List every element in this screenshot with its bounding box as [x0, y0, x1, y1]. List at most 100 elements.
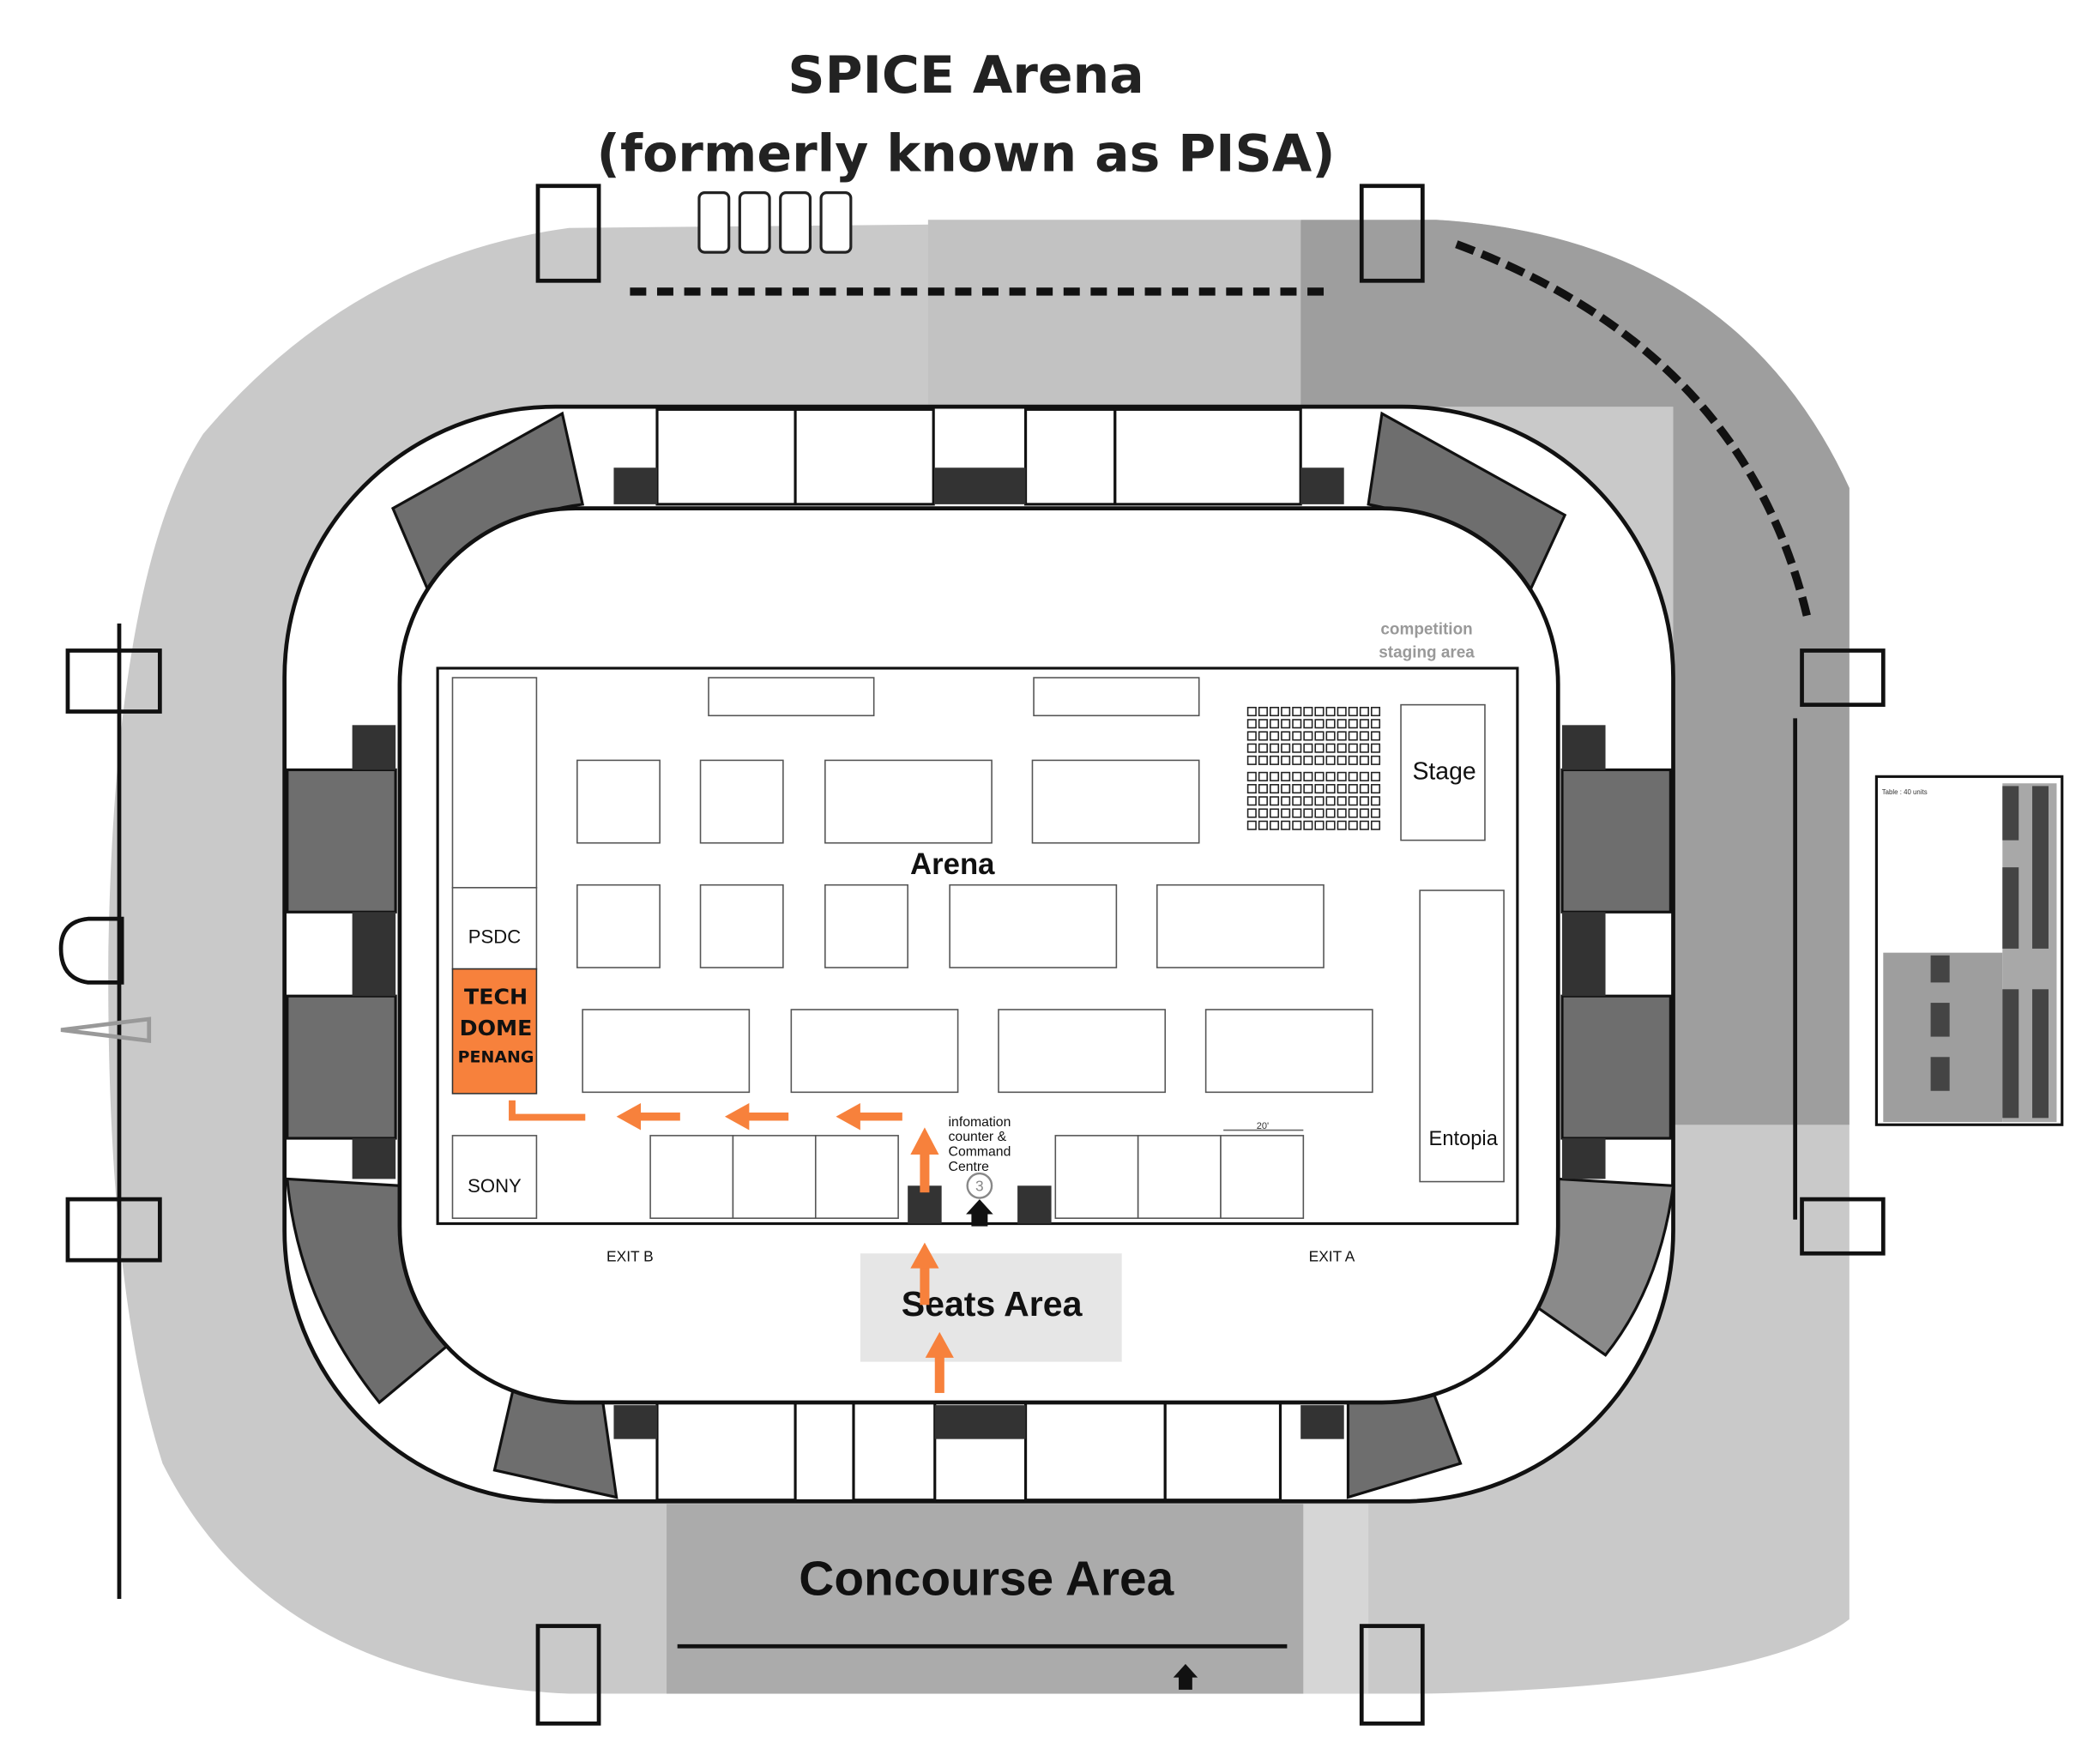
tech-dome-label-3: PENANG: [458, 1048, 534, 1067]
staging-seat: [1270, 743, 1280, 753]
info-counter-label-1: infomation: [949, 1115, 1011, 1130]
route-arrow-left-icon: [724, 1102, 789, 1131]
staging-seat: [1270, 707, 1280, 717]
booth-sony[interactable]: [451, 1135, 538, 1219]
booth-psdc[interactable]: [451, 887, 538, 970]
staging-seat: [1314, 755, 1325, 765]
staging-seat: [1359, 719, 1369, 729]
staging-seat: [1258, 820, 1268, 830]
staging-seat: [1258, 755, 1268, 765]
staging-seat: [1370, 743, 1381, 753]
staging-seat: [1303, 820, 1313, 830]
staging-seat: [1325, 707, 1336, 717]
seats-area-zone: [860, 1253, 1122, 1362]
staging-seat: [1258, 771, 1268, 781]
staging-seat: [1246, 796, 1257, 806]
staging-seat: [1359, 707, 1369, 717]
staging-seat: [1314, 743, 1325, 753]
staging-seat: [1246, 707, 1257, 717]
staging-seat: [1325, 719, 1336, 729]
staging-seat: [1270, 719, 1280, 729]
info-counter-number: 3: [975, 1178, 984, 1195]
staging-seat: [1359, 796, 1369, 806]
staging-seat: [1314, 771, 1325, 781]
staging-seat: [1246, 784, 1257, 794]
booth-tech-dome-penang[interactable]: TECH DOME PENANG: [451, 968, 538, 1095]
stage-label: Stage: [1412, 757, 1475, 785]
staging-seat: [1270, 731, 1280, 741]
staging-seat: [1359, 784, 1369, 794]
staging-seat: [1258, 784, 1268, 794]
staging-seat: [1281, 731, 1291, 741]
staging-seat: [1303, 808, 1313, 818]
staging-seat: [1337, 808, 1347, 818]
staging-seat: [1281, 755, 1291, 765]
seats-area-label: Seats Area: [902, 1284, 1083, 1324]
staging-seat: [1314, 820, 1325, 830]
staging-seat: [1246, 820, 1257, 830]
entrance-arrow-icon: [1173, 1663, 1198, 1690]
annex-hall: Table : 40 units: [1874, 775, 2064, 1126]
staging-seat: [1303, 771, 1313, 781]
staging-seat: [1303, 796, 1313, 806]
exit-a-label: EXIT A: [1309, 1248, 1355, 1265]
booth-psdc-label: PSDC: [468, 926, 521, 948]
staging-seat: [1325, 731, 1336, 741]
staging-seat: [1348, 808, 1358, 818]
staging-seat: [1370, 755, 1381, 765]
info-counter-label-2: counter &: [949, 1130, 1007, 1144]
staging-seat: [1337, 796, 1347, 806]
staging-seat: [1303, 755, 1313, 765]
exit-b-label: EXIT B: [606, 1248, 654, 1265]
staging-seat: [1370, 808, 1381, 818]
staging-seat: [1370, 820, 1381, 830]
staging-seat: [1258, 808, 1268, 818]
staging-seat: [1348, 719, 1358, 729]
parked-vehicles: [697, 191, 853, 254]
staging-seat: [1258, 796, 1268, 806]
staging-seat: [1281, 796, 1291, 806]
staging-seat: [1325, 808, 1336, 818]
stage: [1400, 703, 1486, 841]
staging-seat: [1314, 731, 1325, 741]
staging-seat: [1281, 707, 1291, 717]
staging-seat: [1292, 743, 1302, 753]
info-counter-label-3: Command: [949, 1145, 1011, 1160]
staging-seat: [1314, 707, 1325, 717]
staging-seat: [1246, 743, 1257, 753]
staging-seat: [1325, 820, 1336, 830]
staging-seat: [1303, 784, 1313, 794]
staging-seat: [1281, 771, 1291, 781]
staging-seat: [1359, 731, 1369, 741]
booth-sony-label: SONY: [468, 1175, 522, 1197]
staging-seat: [1348, 796, 1358, 806]
staging-seating-grid: [1246, 707, 1381, 830]
staging-seat: [1325, 755, 1336, 765]
staging-seat: [1359, 771, 1369, 781]
staging-seat: [1337, 771, 1347, 781]
staging-seat: [1337, 719, 1347, 729]
route-arrow-left-icon: [836, 1102, 902, 1131]
staging-seat: [1337, 743, 1347, 753]
staging-seat: [1281, 784, 1291, 794]
staging-seat: [1292, 755, 1302, 765]
staging-seat: [1303, 707, 1313, 717]
staging-seat: [1270, 808, 1280, 818]
route-arrow-up-icon: [925, 1331, 954, 1393]
staging-seat: [1292, 707, 1302, 717]
staging-seat: [1292, 820, 1302, 830]
map-title: SPICE Arena: [788, 45, 1144, 106]
staging-seat: [1348, 731, 1358, 741]
staging-seat: [1314, 784, 1325, 794]
info-counter-marker[interactable]: [966, 1172, 993, 1199]
staging-seat: [1246, 719, 1257, 729]
staging-seat: [1348, 755, 1358, 765]
staging-seat: [1258, 707, 1268, 717]
staging-seat: [1292, 731, 1302, 741]
staging-seat: [1246, 808, 1257, 818]
staging-seat: [1292, 784, 1302, 794]
staging-seat: [1281, 743, 1291, 753]
staging-seat: [1325, 784, 1336, 794]
staging-seat: [1359, 808, 1369, 818]
staging-seat: [1337, 784, 1347, 794]
